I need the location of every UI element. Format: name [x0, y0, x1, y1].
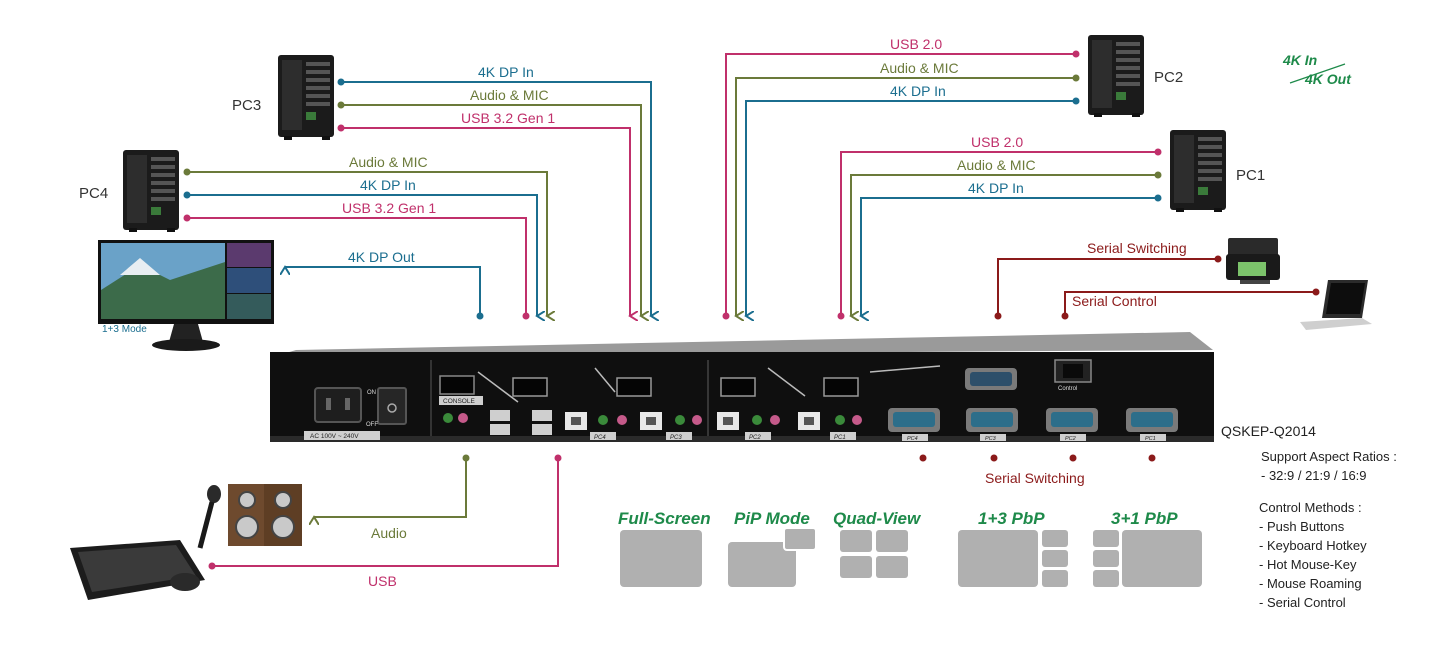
- aspect-ratio-values: - 32:9 / 21:9 / 16:9: [1261, 468, 1367, 483]
- serial-cables: [994, 255, 1320, 320]
- serial-ports: [888, 359, 1178, 441]
- audio-out-cable: [314, 454, 470, 518]
- serial-switching-dots: [919, 454, 1156, 462]
- pc1-dp-label: 4K DP In: [968, 180, 1024, 196]
- power-switch[interactable]: [377, 387, 407, 425]
- badge-divider: [1289, 63, 1346, 84]
- pc3-cables: [337, 78, 652, 317]
- aspect-ratio-title: Support Aspect Ratios :: [1261, 449, 1397, 464]
- pc1-tower-icon: [1170, 130, 1226, 212]
- pc1-cables: [837, 148, 1162, 320]
- port-label-pc4: PC4: [594, 435, 606, 441]
- port-label-pc3: PC3: [670, 435, 682, 441]
- pc3-ports: [598, 360, 709, 440]
- serial-port-label-pc3: PC3: [985, 436, 997, 442]
- microphone-icon: [197, 485, 221, 549]
- control-methods-info: Control Methods : - Push Buttons - Keybo…: [1259, 498, 1367, 612]
- control-method-item: - Hot Mouse-Key: [1259, 557, 1357, 572]
- power-rating-text: AC 100V ~ 240V: [310, 433, 359, 440]
- pc4-usb-label: USB 3.2 Gen 1: [342, 200, 436, 216]
- serial-switching-bottom-label: Serial Switching: [985, 470, 1085, 486]
- control-method-item: - Keyboard Hotkey: [1259, 538, 1367, 553]
- pc4-label: PC4: [79, 185, 108, 202]
- power-socket: [314, 387, 362, 423]
- pc1-usb-label: USB 2.0: [971, 134, 1023, 150]
- console-ports: [439, 371, 552, 435]
- pc4-audio-label: Audio & MIC: [349, 154, 428, 170]
- pc4-tower-icon: [123, 150, 179, 232]
- control-method-item: - Serial Control: [1259, 595, 1346, 610]
- pc3-tower-icon: [278, 55, 334, 140]
- dp-out-label: 4K DP Out: [348, 249, 415, 265]
- pc1-label: PC1: [1236, 167, 1265, 184]
- mode-icon-quad: [840, 530, 908, 578]
- printer-icon: [1226, 238, 1280, 284]
- pc2-cables: [722, 50, 1080, 320]
- audio-out-label: Audio: [371, 525, 407, 541]
- pc2-audio-label: Audio & MIC: [880, 60, 959, 76]
- speakers-icon: [228, 484, 302, 546]
- model-number: QSKEP-Q2014: [1221, 423, 1316, 439]
- serial-control-label: Serial Control: [1072, 293, 1157, 309]
- keyboard-icon: [70, 540, 205, 600]
- mode-icon-1-3-pbp: [958, 530, 1068, 587]
- pc2-ports: [717, 367, 806, 440]
- mode-title-3-1-pbp: 3+1 PbP: [1111, 509, 1178, 528]
- port-label-pc2: PC2: [749, 435, 761, 441]
- mode-title-fullscreen: Full-Screen: [618, 509, 711, 528]
- mode-title-1-3-pbp: 1+3 PbP: [978, 509, 1045, 528]
- pc2-tower-icon: [1088, 35, 1144, 117]
- pc4-cables: [183, 168, 548, 320]
- pc2-usb-label: USB 2.0: [890, 36, 942, 52]
- pc3-label: PC3: [232, 97, 261, 114]
- power-off-label: OFF: [366, 422, 378, 428]
- mode-icon-pip: [728, 527, 817, 587]
- mode-icon-fullscreen: [620, 530, 702, 587]
- mode-title-pip: PiP Mode: [734, 509, 810, 528]
- port-label-pc1: PC1: [834, 435, 846, 441]
- control-method-item: - Push Buttons: [1259, 519, 1345, 534]
- power-on-label: ON: [367, 390, 376, 396]
- laptop-icon: [1300, 280, 1372, 330]
- mouse-icon: [170, 573, 200, 591]
- badge-4k-out: 4K Out: [1304, 71, 1352, 87]
- pc1-audio-label: Audio & MIC: [957, 157, 1036, 173]
- serial-port-label-pc4: PC4: [907, 436, 918, 442]
- pc2-label: PC2: [1154, 69, 1183, 86]
- monitor-icon: [98, 240, 274, 351]
- pc3-dp-label: 4K DP In: [478, 64, 534, 80]
- console-label: CONSOLE: [443, 398, 475, 405]
- monitor-caption: 1+3 Mode: [102, 324, 147, 335]
- usb-out-label: USB: [368, 573, 397, 589]
- control-methods-title: Control Methods :: [1259, 500, 1362, 515]
- usb-out-cable: [208, 454, 562, 570]
- aspect-ratio-info: Support Aspect Ratios : - 32:9 / 21:9 / …: [1261, 447, 1397, 485]
- control-method-item: - Mouse Roaming: [1259, 576, 1362, 591]
- serial-port-label-pc2: PC2: [1065, 436, 1076, 442]
- serial-port-label-pc1: PC1: [1145, 436, 1156, 442]
- mode-title-quad: Quad-View: [833, 509, 922, 528]
- badge-4k-in: 4K In: [1282, 52, 1317, 68]
- control-port-label: Control: [1058, 386, 1077, 392]
- serial-switching-top-label: Serial Switching: [1087, 240, 1187, 256]
- power-rating-plate: [304, 431, 380, 440]
- pc2-dp-label: 4K DP In: [890, 83, 946, 99]
- pc1-ports: [798, 365, 941, 440]
- mode-icon-3-1-pbp: [1093, 530, 1202, 587]
- pc3-audio-label: Audio & MIC: [470, 87, 549, 103]
- pc4-ports: [512, 367, 616, 440]
- dp-out-cable: [285, 267, 484, 320]
- pc4-dp-label: 4K DP In: [360, 177, 416, 193]
- pc3-usb-label: USB 3.2 Gen 1: [461, 110, 555, 126]
